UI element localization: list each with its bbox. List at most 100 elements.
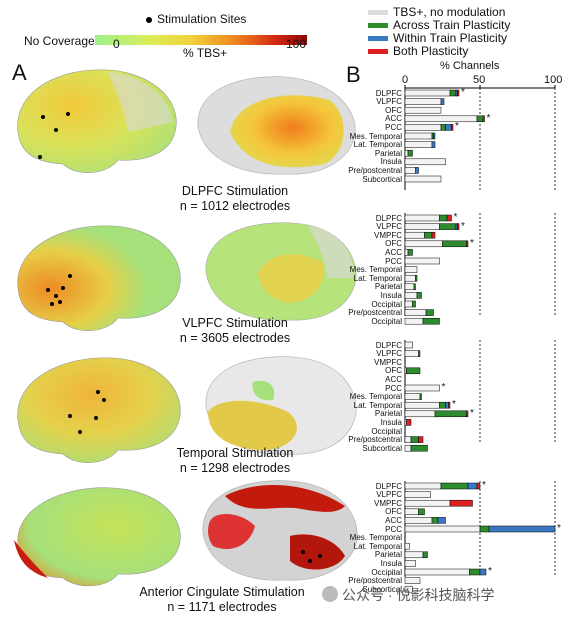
bar-none [404, 158, 446, 166]
bar-none [404, 124, 442, 131]
bar-within [440, 98, 445, 105]
bar-label: ACC [385, 114, 402, 124]
bar-none [404, 300, 413, 308]
significance-star: * [557, 523, 561, 534]
tbs-colorbar [95, 35, 307, 45]
bar-none [404, 341, 413, 349]
bar-label: Pre/postcentral [348, 576, 402, 586]
bar-none [404, 491, 431, 498]
bar-label: DLPFC [375, 213, 402, 223]
bar-across [440, 482, 469, 490]
panel-b-letter: B [346, 62, 361, 87]
bar-across [415, 274, 418, 282]
legend-item-both: Both Plasticity [368, 45, 468, 58]
significance-star: * [452, 399, 456, 411]
watermark: 公众号 · 悦影科技脑科学 [342, 587, 495, 603]
bar-both [448, 401, 451, 409]
legend-swatch [368, 23, 388, 28]
bar-none [404, 560, 416, 567]
bar-none [404, 525, 481, 533]
condition-title-acc: Anterior Cingulate Stimulation n = 1171 … [139, 585, 305, 614]
bar-across [424, 231, 433, 239]
bar-both [431, 231, 436, 239]
bar-across [422, 317, 440, 325]
bar-label: Parietal [374, 550, 402, 560]
bar-label: Pre/postcentral [348, 435, 402, 445]
bar-within [445, 401, 449, 409]
bar-none [404, 568, 470, 576]
x-tick-0: 0 [402, 74, 409, 86]
bar-none [404, 231, 425, 239]
colorbar-title: % TBS+ [183, 46, 228, 60]
bar-label: VLPFC [376, 222, 402, 232]
bar-within [479, 568, 487, 576]
legend-swatch [368, 36, 388, 41]
bar-none [404, 175, 442, 183]
legend-swatch [368, 49, 388, 54]
bar-label: ACC [385, 247, 402, 257]
significance-star: * [470, 407, 474, 419]
legend-item-across-train: Across Train Plasticity [368, 19, 510, 32]
bar-both [476, 482, 481, 490]
bar-both [406, 419, 412, 426]
bar-label: Lat. Temporal [353, 541, 402, 551]
bar-label: OFC [385, 507, 402, 517]
bar-label: Mes. Temporal [349, 131, 402, 141]
bar-none [404, 223, 440, 230]
bar-none [404, 98, 442, 105]
bar-label: Subcortical [362, 584, 402, 594]
bar-none [404, 141, 433, 148]
bar-within [467, 482, 478, 490]
bar-label: Subcortical [362, 174, 402, 184]
bar-none [404, 115, 478, 123]
legend-swatch [368, 10, 388, 15]
bar-both [466, 410, 469, 418]
bar-within [431, 141, 436, 148]
significance-star: * [453, 212, 458, 223]
bar-across [431, 517, 439, 524]
bar-label: Mes. Temporal [349, 533, 402, 543]
bar-none [404, 499, 451, 507]
bar-across [416, 292, 422, 299]
bar-across [407, 249, 413, 256]
bar-across [439, 223, 457, 230]
bar-label: VMPFC [374, 230, 402, 240]
bar-none [404, 266, 418, 273]
bar-both [466, 240, 469, 248]
bar-label: Occipital [371, 426, 402, 436]
condition-title-temporal: Temporal Stimulation n = 1298 electrodes [176, 446, 294, 475]
bar-label: OFC [385, 366, 402, 376]
bar-none [404, 292, 418, 299]
bar-across [439, 401, 446, 409]
bar-across [439, 214, 448, 222]
brain-lateral-dlpfc [17, 69, 177, 174]
bar-within [445, 124, 452, 131]
bar-label: ACC [385, 374, 402, 384]
bar-across [440, 124, 446, 131]
bar-label: PCC [385, 122, 402, 132]
bar-none [404, 384, 440, 392]
bar-none [404, 410, 436, 418]
bar-across [469, 568, 481, 576]
bar-label: PCC [385, 256, 402, 266]
bar-across [418, 508, 425, 516]
bar-across [412, 300, 416, 308]
bar-across [449, 89, 457, 97]
significance-star: * [486, 112, 491, 124]
significance-star: * [455, 121, 459, 133]
bar-label: PCC [385, 524, 402, 534]
bar-label: Insula [380, 558, 402, 568]
stimulation-site-dot-legend-icon [145, 16, 153, 24]
brain-medial-vlpfc [205, 222, 357, 321]
bar-none [404, 551, 424, 559]
bar-none [404, 482, 442, 490]
bar-none [404, 517, 433, 524]
significance-star: * [482, 480, 486, 491]
bar-label: VLPFC [376, 97, 402, 107]
brain-medial-temporal [205, 356, 357, 455]
bar-across [442, 240, 467, 248]
significance-star: * [461, 220, 465, 232]
legend-item-within-train: Within Train Plasticity [368, 32, 507, 45]
bar-within [415, 167, 419, 174]
